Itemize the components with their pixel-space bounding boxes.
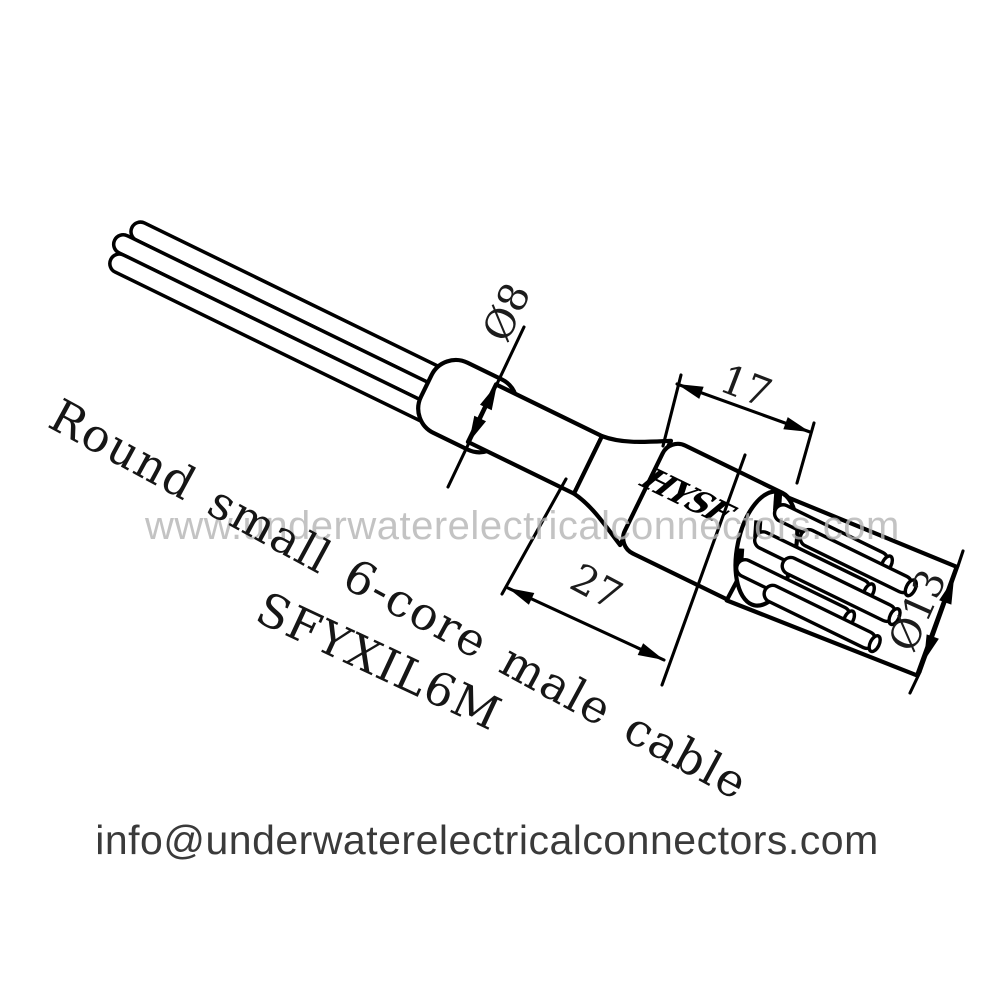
dim-arrow	[469, 415, 487, 442]
dim-arrow	[479, 384, 497, 411]
dim-cable-diameter-label: Ø8	[474, 276, 540, 348]
cable-wires	[108, 220, 495, 443]
contact-email-text: info@underwaterelectricalconnectors.com	[95, 817, 879, 863]
dim-arrow	[939, 578, 954, 605]
pin-2-front	[780, 555, 902, 627]
pin-3-front	[762, 583, 882, 654]
connector-assembly: HYSF	[108, 220, 959, 678]
extension-line	[908, 670, 922, 695]
dim-arrow	[783, 417, 810, 432]
dim-connector-length-label: 27	[563, 555, 630, 620]
dim-arrow	[637, 643, 664, 660]
extension-line	[500, 477, 568, 596]
contact-pins	[734, 503, 918, 654]
dim-connector-length-line	[506, 586, 666, 662]
dim-arrow	[677, 384, 704, 399]
flare-cone	[571, 434, 674, 548]
dim-arrow	[508, 588, 535, 605]
pin-1-front	[798, 527, 918, 598]
watermark-website-text: www.underwaterelectricalconnectors.com	[144, 504, 900, 548]
extension-line	[956, 549, 965, 568]
dim-body-length-label: 17	[714, 356, 778, 417]
extension-line	[661, 373, 683, 448]
dim-arrow	[924, 634, 939, 661]
extension-line	[660, 453, 747, 687]
